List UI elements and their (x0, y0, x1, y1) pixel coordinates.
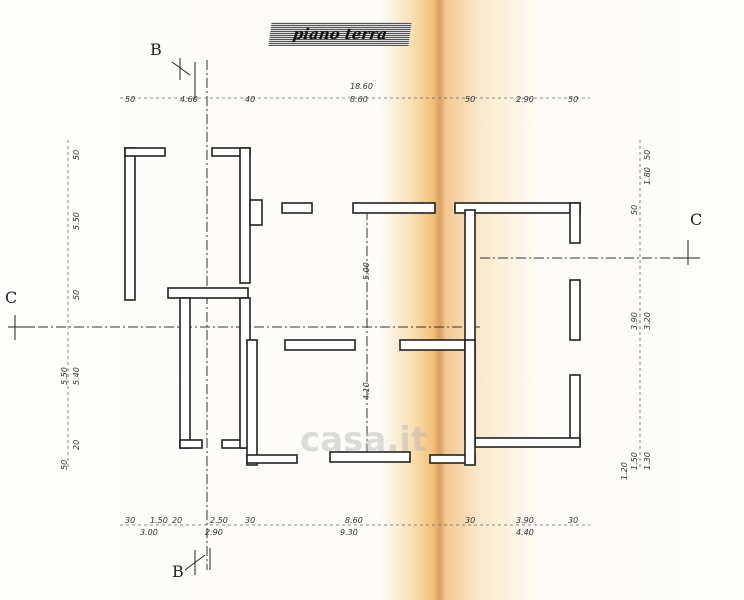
dim-label: 30 (568, 516, 579, 525)
dim-label: 5.40 (72, 367, 81, 385)
dim-label: 50 (72, 289, 81, 300)
dim-label: 50 (568, 95, 579, 104)
drawing-title: piano terra (268, 22, 412, 46)
dim-label: 2.90 (516, 95, 534, 104)
center-dim-lower: 4.10 (362, 382, 371, 400)
section-label-b-top: B (150, 40, 162, 59)
dim-label: 4.40 (516, 528, 534, 537)
dim-label: 18.60 (350, 82, 373, 91)
dim-label: 9.30 (340, 528, 358, 537)
center-dim-upper: 5.00 (362, 262, 371, 280)
dim-label: 1.30 (643, 452, 652, 470)
dim-label: 20 (72, 439, 81, 450)
dim-label: 3.20 (643, 312, 652, 330)
dim-label: 8.60 (350, 95, 368, 104)
dim-label: 3.00 (140, 528, 158, 537)
dim-label: 1.20 (620, 462, 629, 480)
dim-label: 50 (125, 95, 136, 104)
dim-label: 4.60 (180, 95, 198, 104)
dimension-lines (67, 97, 641, 526)
section-axes (20, 60, 690, 570)
dim-label: 50 (60, 459, 69, 470)
dim-label: 1.50 (630, 452, 639, 470)
dim-label: 8.60 (345, 516, 363, 525)
dim-label: 50 (643, 149, 652, 160)
dim-label: 2.50 (210, 516, 228, 525)
section-markers (8, 58, 700, 575)
watermark-logo: casa.it (300, 420, 428, 460)
dim-label: 20 (172, 516, 183, 525)
dim-label: 50 (465, 95, 476, 104)
dim-label: 50 (72, 149, 81, 160)
dim-label: 5.50 (72, 212, 81, 230)
dim-label: 30 (465, 516, 476, 525)
dim-label: 5.50 (60, 367, 69, 385)
dim-label: 40 (245, 95, 256, 104)
section-label-b-bottom: B (172, 562, 184, 581)
dim-label: 3.90 (516, 516, 534, 525)
dim-label: 2.90 (205, 528, 223, 537)
dim-label: 50 (630, 204, 639, 215)
dim-label: 30 (125, 516, 136, 525)
dim-label: 30 (245, 516, 256, 525)
dim-label: 1.50 (150, 516, 168, 525)
walls (124, 147, 581, 466)
dim-label: 3.90 (630, 312, 639, 330)
section-label-c-left: C (5, 288, 18, 307)
dim-label: 1.80 (643, 167, 652, 185)
section-label-c-right: C (690, 210, 703, 229)
